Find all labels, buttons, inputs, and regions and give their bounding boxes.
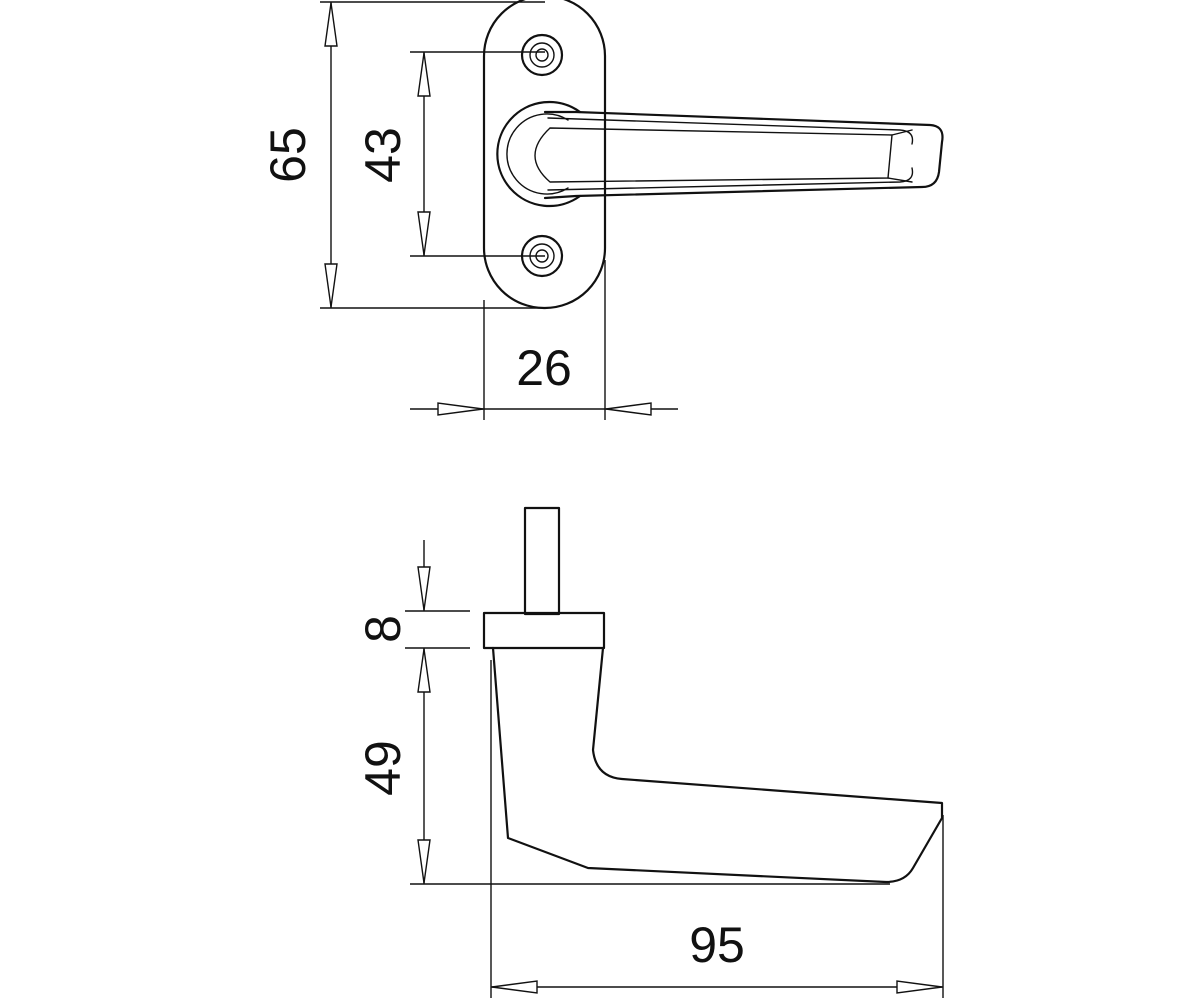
dim-label-49: 49 (355, 740, 411, 796)
dim-label-43: 43 (355, 127, 411, 183)
dim-rose-thickness: 8 (355, 540, 470, 649)
dim-overall-height: 65 (260, 1, 545, 309)
dim-label-65: 65 (260, 127, 316, 183)
lever-arm (543, 110, 944, 200)
side-view: 8 49 95 (355, 506, 944, 998)
dim-hole-spacing: 43 (355, 51, 545, 257)
front-view: 65 43 26 (260, 0, 944, 420)
dim-label-95: 95 (689, 917, 745, 973)
dim-label-8: 8 (355, 615, 411, 643)
lever-boss (496, 100, 582, 208)
dim-rose-width: 26 (410, 260, 678, 420)
lever-side-profile (491, 646, 944, 884)
spindle (523, 506, 561, 616)
dim-handle-length: 95 (490, 660, 944, 998)
rose-side (482, 611, 606, 650)
upper-screw-hole (520, 33, 564, 77)
dim-handle-height: 49 (355, 648, 890, 885)
dim-label-26: 26 (516, 340, 572, 396)
